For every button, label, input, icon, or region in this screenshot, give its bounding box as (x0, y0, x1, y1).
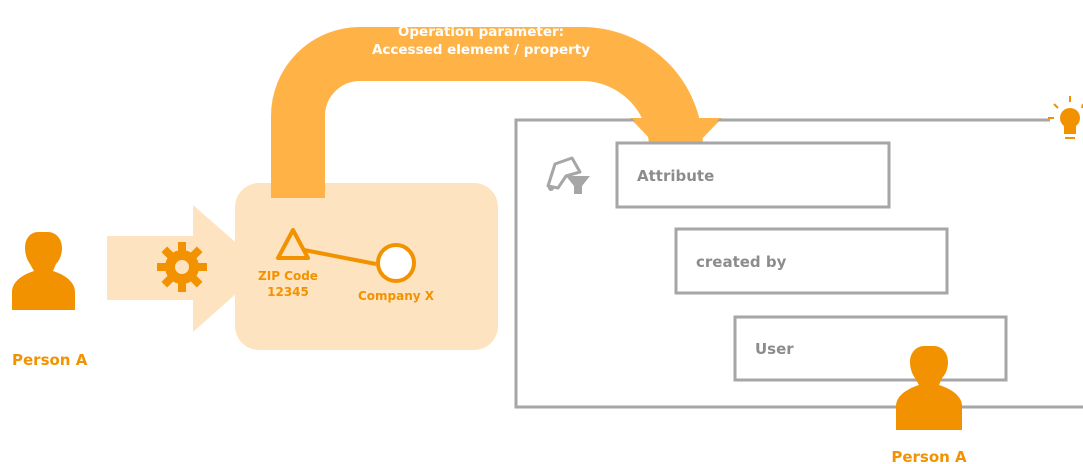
arc-label-line2: Accessed element / property (372, 42, 590, 58)
attribute-box (615, 141, 891, 209)
arc-label-line1: Operation parameter: (398, 24, 564, 40)
filter-icon (546, 156, 590, 194)
lightbulb-icon (1048, 96, 1083, 139)
person-right-label: Person A (891, 448, 967, 464)
person-icon (896, 346, 962, 430)
entity-panel (235, 183, 498, 350)
company-node (376, 243, 416, 283)
zip-code-label: ZIP Code (258, 269, 318, 283)
metamodel-frame (514, 118, 1083, 409)
arc-arrowhead (632, 118, 720, 164)
zip-code-node (276, 228, 310, 260)
user-label: User (755, 340, 794, 358)
company-label: Company X (358, 289, 435, 303)
gear-icon (157, 242, 207, 292)
person-icon (12, 232, 75, 310)
user-box (733, 315, 1008, 382)
relation-edge (303, 248, 377, 266)
attribute-label: Attribute (637, 167, 714, 185)
person-left-label: Person A (12, 351, 88, 369)
created-by-label: created by (696, 253, 787, 271)
zip-code-value: 12345 (267, 285, 309, 299)
created-by-box (674, 227, 949, 295)
